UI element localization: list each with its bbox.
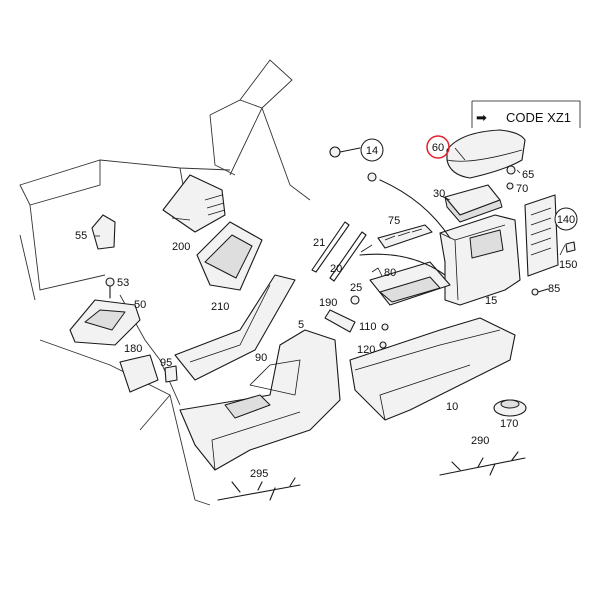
part-53-screw[interactable] [105,277,115,299]
label-14[interactable]: 14 [366,145,378,157]
part-20-21-rods[interactable] [311,221,367,282]
part-210-storage-box[interactable] [196,221,263,291]
part-labels: 60 14 140 65 70 30 75 21 20 80 25 15 85 … [75,142,577,480]
label-170[interactable]: 170 [500,418,518,430]
label-110[interactable]: 110 [359,321,377,333]
fasteners[interactable] [329,146,576,349]
part-140-vent-panel[interactable] [524,194,559,277]
label-180[interactable]: 180 [124,343,142,355]
label-200[interactable]: 200 [172,241,190,253]
part-80-bracket[interactable] [369,261,451,306]
label-75[interactable]: 75 [388,215,400,227]
part-5-front-console[interactable] [179,329,341,471]
part-15-rear-console[interactable] [439,214,521,306]
label-65[interactable]: 65 [522,169,534,181]
label-80[interactable]: 80 [384,267,396,279]
code-box: ➡ CODE XZ1 [471,100,581,128]
harness-295[interactable] [217,477,301,501]
part-75-panel[interactable] [377,224,433,249]
label-60[interactable]: 60 [432,142,444,154]
label-5[interactable]: 5 [298,319,304,331]
arrow-icon: ➡ [476,110,487,125]
label-295[interactable]: 295 [250,468,268,480]
leader-lines [95,147,566,256]
label-120[interactable]: 120 [357,344,375,356]
label-21[interactable]: 21 [313,237,325,249]
label-190[interactable]: 190 [319,297,337,309]
label-150[interactable]: 150 [559,259,577,271]
part-90-shift-trim[interactable] [174,274,296,381]
label-290[interactable]: 290 [471,435,489,447]
label-20[interactable]: 20 [330,263,342,275]
part-190-strip[interactable] [324,309,356,333]
part-95-clip[interactable] [164,365,178,383]
label-50[interactable]: 50 [134,299,146,311]
part-60-armrest-lid[interactable] [446,129,526,179]
label-140[interactable]: 140 [557,214,575,226]
label-15[interactable]: 15 [485,295,497,307]
label-90[interactable]: 90 [255,352,267,364]
part-10-floor-console[interactable] [349,317,516,421]
code-label: CODE XZ1 [506,110,571,125]
callout-circle-14 [360,138,384,162]
label-25[interactable]: 25 [350,282,362,294]
part-170-grommet[interactable] [493,399,527,417]
part-55-clip[interactable] [91,214,116,250]
label-95[interactable]: 95 [160,357,172,369]
leader-arcs [359,179,451,276]
part-200-panel[interactable] [162,174,226,233]
label-70[interactable]: 70 [516,183,528,195]
label-10[interactable]: 10 [446,401,458,413]
part-30-tray[interactable] [444,184,503,223]
label-210[interactable]: 210 [211,301,229,313]
callout-circle-140 [554,207,578,231]
vehicle-outline [19,59,311,506]
harness-290[interactable] [439,451,526,476]
label-53[interactable]: 53 [117,277,129,289]
label-85[interactable]: 85 [548,283,560,295]
label-30[interactable]: 30 [433,188,445,200]
label-55[interactable]: 55 [75,230,87,242]
part-180-insert[interactable] [119,354,159,393]
highlight-circle-60 [426,135,450,159]
part-50-holder[interactable] [69,299,141,346]
